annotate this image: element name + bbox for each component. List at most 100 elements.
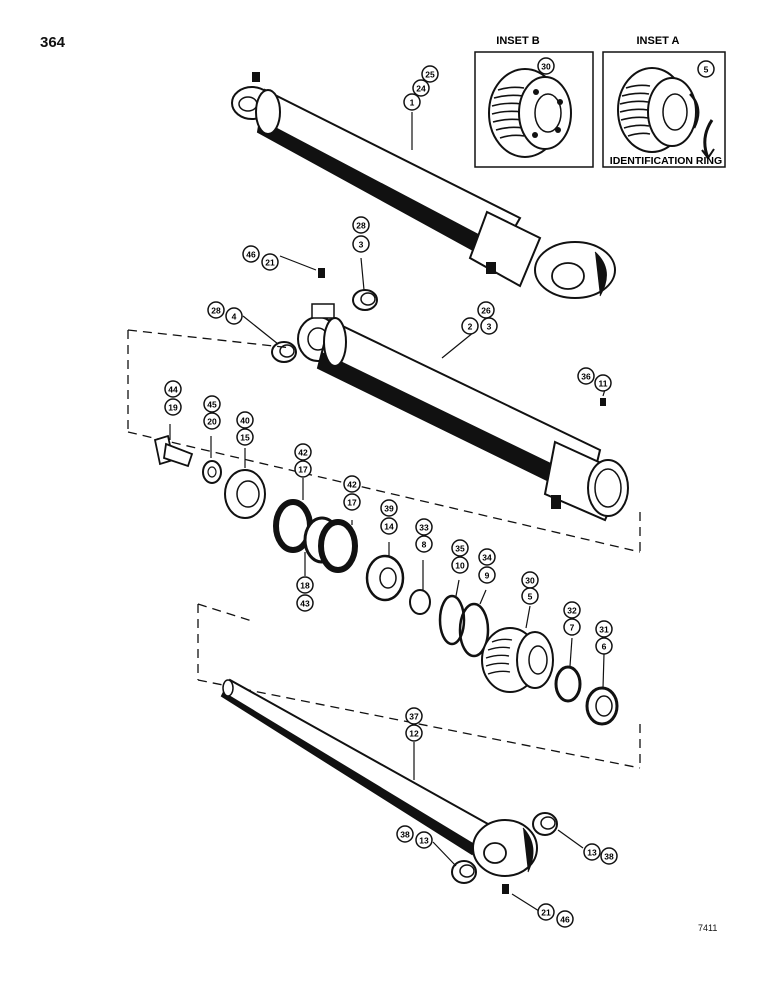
callout-c-21b: 21 [537, 903, 555, 921]
bushing-8 [409, 589, 431, 615]
callout-circle [595, 620, 613, 638]
callout-circle [296, 594, 314, 612]
callout-number: 12 [409, 729, 419, 739]
callout-c-17b: 17 [343, 493, 361, 511]
callout-number: 26 [481, 306, 491, 316]
callout-c-40: 40 [236, 411, 254, 429]
callout-c-45: 45 [203, 395, 221, 413]
callout-number: 18 [300, 581, 310, 591]
leader-lines [169, 112, 608, 912]
callout-number: 4 [232, 312, 237, 322]
callout-number: 33 [419, 523, 429, 533]
callout-c-3a: 3 [352, 235, 370, 253]
callout-c-32: 32 [563, 601, 581, 619]
callout-c-38a: 38 [396, 825, 414, 843]
callout-number: 1 [410, 98, 415, 108]
page-number: 364 [40, 34, 66, 51]
callout-circle [480, 317, 498, 335]
callout-number: 25 [425, 70, 435, 80]
callout-circle [207, 301, 225, 319]
callout-c-20: 20 [203, 412, 221, 430]
callout-c-11: 11 [594, 374, 612, 392]
callout-number: 28 [211, 306, 221, 316]
callout-circle [380, 499, 398, 517]
grease-fitting-21-bottom [502, 884, 509, 894]
callout-circle [203, 395, 221, 413]
callout-circle [343, 475, 361, 493]
callout-circle [405, 707, 423, 725]
callout-circle [296, 576, 314, 594]
drawing-id: 7411 [698, 923, 718, 933]
callout-circle [556, 910, 574, 928]
callout-c-30: 30 [521, 571, 539, 589]
callout-number: 3 [487, 322, 492, 332]
callout-circle [343, 493, 361, 511]
callout-c-14: 14 [380, 517, 398, 535]
cylinder-assembly [231, 72, 616, 299]
callout-number: 8 [422, 540, 427, 550]
callout-c-31: 31 [595, 620, 613, 638]
callout-number: 38 [400, 830, 410, 840]
inset-b: INSET B [474, 35, 594, 168]
callout-circle [451, 556, 469, 574]
callout-number: 24 [416, 84, 426, 94]
bushing-4 [271, 341, 297, 363]
callout-c-12: 12 [405, 724, 423, 742]
callout-number: 6 [602, 642, 607, 652]
callout-c-13a: 13 [415, 831, 433, 849]
callout-number: 30 [525, 576, 535, 586]
identification-ring-label: IDENTIFICATION RING [610, 155, 722, 167]
washer-20 [202, 460, 222, 484]
callout-c-44: 44 [164, 380, 182, 398]
callout-c-6: 6 [595, 637, 613, 655]
callout-circle [537, 57, 555, 75]
callout-circle [415, 518, 433, 536]
bushing-13-right [532, 812, 558, 836]
callout-number: 20 [207, 417, 217, 427]
callout-c-42b: 42 [343, 475, 361, 493]
piston-nut-15 [224, 469, 266, 519]
bolt-19 [153, 434, 194, 468]
callout-c-19: 19 [164, 398, 182, 416]
inset-b-gland-illustration [488, 68, 572, 158]
callout-c-10: 10 [451, 556, 469, 574]
callout-circle [294, 443, 312, 461]
callout-c-43: 43 [296, 594, 314, 612]
callout-number: 31 [599, 625, 609, 635]
callout-circle [164, 398, 182, 416]
callout-c-26: 26 [477, 301, 495, 319]
callout-circle [421, 65, 439, 83]
callout-circle [537, 903, 555, 921]
callout-circle [236, 411, 254, 429]
piston-with-seals [273, 499, 358, 573]
callout-number: 11 [599, 379, 608, 389]
callout-c-35: 35 [451, 539, 469, 557]
callout-c-4: 4 [225, 307, 243, 325]
wiper-6 [585, 686, 619, 726]
callout-c-36: 36 [577, 367, 595, 385]
callout-number: 40 [240, 416, 250, 426]
callout-c-28b: 28 [207, 301, 225, 319]
backup-ring-9 [458, 602, 490, 658]
callout-circle [415, 831, 433, 849]
callout-circle [203, 412, 221, 430]
callout-circle [380, 517, 398, 535]
callout-c-46b: 46 [556, 910, 574, 928]
callout-number: 32 [567, 606, 577, 616]
callout-number: 46 [246, 250, 256, 260]
callout-circle [577, 367, 595, 385]
callout-number: 30 [541, 62, 551, 72]
callout-circle [521, 587, 539, 605]
callout-c-9: 9 [478, 566, 496, 584]
callout-c-13b: 13 [583, 843, 601, 861]
callout-c-39: 39 [380, 499, 398, 517]
cylinder-tube [297, 303, 629, 522]
inset-a-title: INSET A [637, 35, 680, 47]
o-ring-10 [438, 594, 466, 646]
callout-c-8: 8 [415, 535, 433, 553]
callout-c-3b: 3 [480, 317, 498, 335]
bushing-3 [352, 289, 378, 311]
bushing-13-left [451, 860, 477, 884]
callout-number: 10 [455, 561, 465, 571]
